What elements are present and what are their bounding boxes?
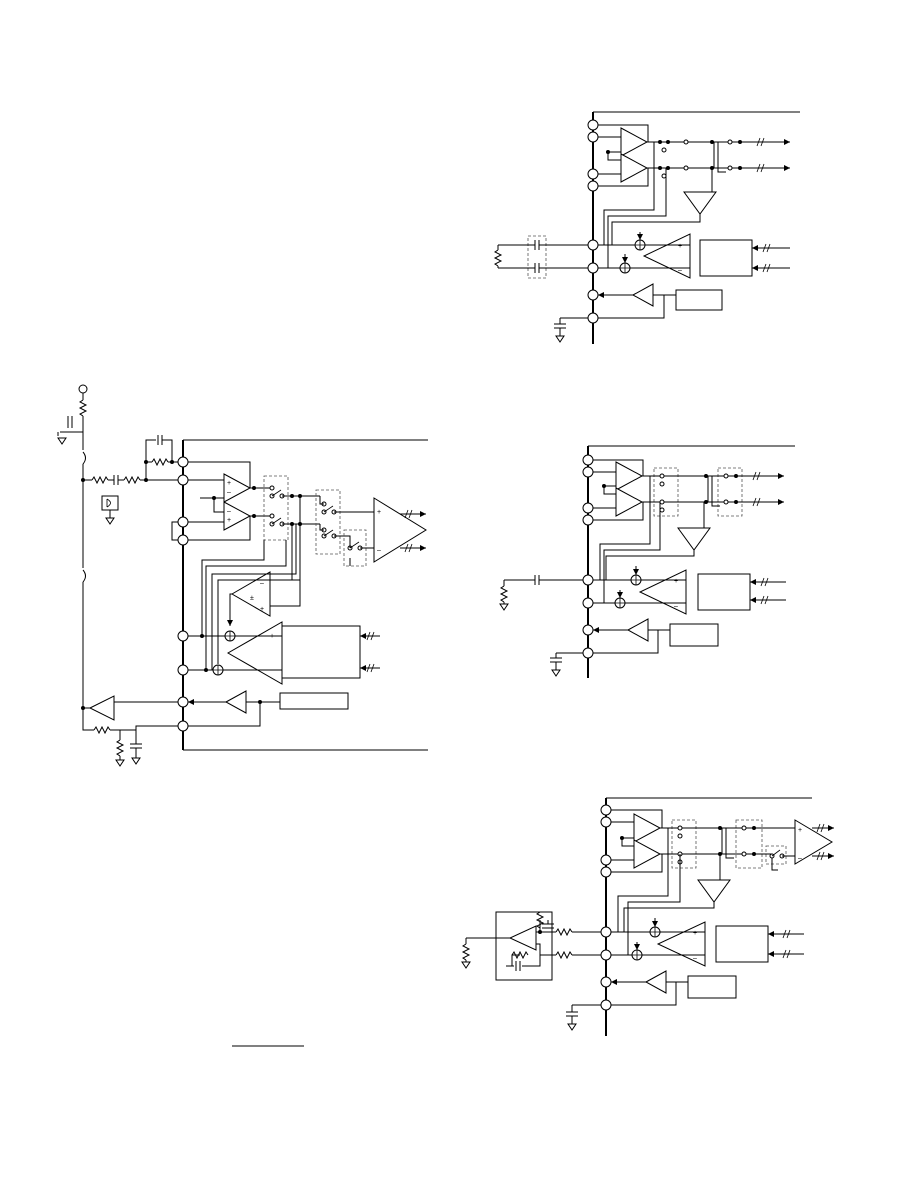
minus-sign: – — [693, 955, 697, 962]
minus-sign: – — [674, 603, 678, 610]
minus-sign: – — [260, 580, 264, 587]
common-mode-amp-icon — [231, 571, 271, 617]
plus-sign: + — [798, 827, 802, 834]
plus-sign: + — [674, 578, 678, 585]
bottom-right-schematic: + – + – — [461, 797, 834, 1036]
error-amp-icon — [226, 621, 283, 685]
plus-sign: + — [227, 480, 231, 487]
minus-sign: – — [678, 267, 682, 274]
plus-sign: + — [227, 517, 231, 524]
input-terminal-icon — [78, 384, 88, 394]
middle-right-schematic: + – — [499, 445, 795, 678]
dac-block — [281, 625, 361, 679]
plus-sign: + — [678, 243, 682, 250]
minus-sign: – — [798, 855, 802, 862]
plus-sign: + — [693, 930, 697, 937]
reference-block — [279, 692, 349, 710]
minus-sign: – — [227, 508, 231, 515]
output-driver-icon — [373, 497, 427, 563]
top-right-schematic: + – — [494, 111, 800, 344]
plus-sign: + — [260, 606, 264, 613]
minus-sign: – — [227, 489, 231, 496]
plus-sign: + — [377, 509, 381, 516]
minus-sign: – — [377, 547, 381, 554]
relay-icon — [101, 495, 119, 511]
external-amp-icon — [88, 695, 115, 721]
plusminus-sign: ± — [250, 595, 254, 602]
left-main-schematic: + – – + — [57, 384, 428, 767]
